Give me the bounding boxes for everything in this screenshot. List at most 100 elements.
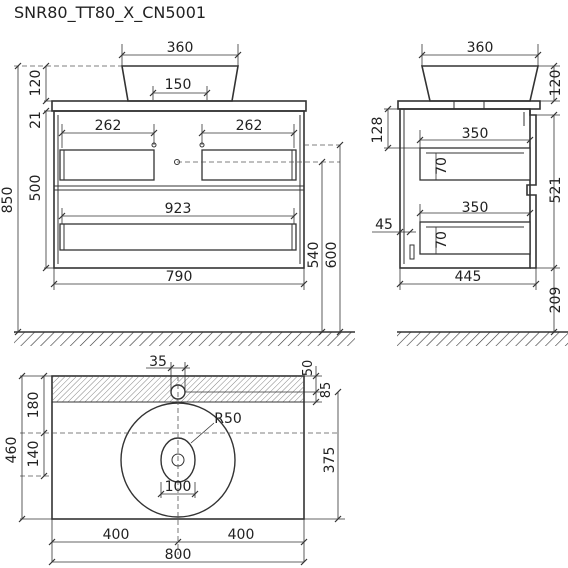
- tick: [550, 62, 558, 70]
- tick: [534, 51, 542, 59]
- front-handle-lower: [59, 223, 297, 251]
- tick: [18, 372, 26, 380]
- tick: [42, 264, 50, 272]
- plan-view: R50 35 50 85 375 180: [4, 354, 345, 566]
- tick: [42, 97, 50, 105]
- tick: [406, 228, 414, 236]
- tick: [526, 136, 534, 144]
- side-countertop: [397, 100, 541, 110]
- dim-front-basin-top: 360: [167, 40, 194, 56]
- tick: [174, 538, 182, 546]
- side-floor-hatch: [397, 332, 568, 346]
- tick: [312, 398, 320, 406]
- dim-plan-depth-375: 375: [322, 447, 338, 474]
- dim-plan-hole: 35: [149, 354, 167, 370]
- dim-front-height-600: 600: [324, 242, 340, 269]
- dim-plan-overall-depth: 460: [4, 437, 20, 464]
- tick: [149, 89, 157, 97]
- tick: [336, 141, 344, 149]
- front-countertop: [51, 100, 307, 112]
- tick: [234, 51, 242, 59]
- tick: [416, 209, 424, 217]
- tick: [42, 107, 50, 115]
- side-front-panel: [526, 109, 537, 269]
- side-cabinet: [399, 108, 531, 269]
- tick: [312, 372, 320, 380]
- side-basin: [420, 65, 540, 102]
- tick: [14, 328, 22, 336]
- tick: [157, 490, 165, 498]
- tick: [167, 364, 175, 372]
- dim-plan-offset-140: 140: [26, 441, 42, 468]
- dim-front-height-540: 540: [306, 242, 322, 269]
- tick: [290, 129, 298, 137]
- tick: [40, 372, 48, 380]
- front-view: 360 150 120 21 500 850: [0, 40, 355, 346]
- tick: [40, 429, 48, 437]
- tick: [198, 129, 206, 137]
- tick: [300, 280, 308, 288]
- tick: [312, 388, 320, 396]
- tick: [203, 89, 211, 97]
- dim-front-top-thickness: 21: [28, 111, 44, 129]
- tick: [318, 158, 326, 166]
- dim-side-leg-209: 209: [548, 287, 564, 314]
- dim-front-drawer-left: 262: [95, 118, 122, 134]
- tick: [334, 515, 342, 523]
- tick: [384, 105, 392, 113]
- dim-side-drawer-upper: 350: [462, 126, 489, 142]
- tick: [336, 328, 344, 336]
- tick: [48, 558, 56, 566]
- tick: [50, 280, 58, 288]
- tick: [191, 490, 199, 498]
- tick: [550, 111, 558, 119]
- tick: [150, 129, 158, 137]
- dim-front-basin-bottom: 150: [165, 77, 192, 93]
- plan-radius-leader: [190, 422, 215, 444]
- tick: [526, 209, 534, 217]
- tick: [318, 328, 326, 336]
- dim-front-cabinet-height: 500: [28, 175, 44, 202]
- side-view: 360 120 128 350 70 350 70: [370, 40, 568, 346]
- tick: [290, 212, 298, 220]
- dim-plan-depth-180: 180: [26, 392, 42, 419]
- dim-plan-edge-50: 50: [301, 360, 316, 377]
- dim-plan-drain: 100: [165, 479, 192, 495]
- tick: [58, 212, 66, 220]
- front-handle-upper-right: [201, 149, 297, 181]
- tick: [550, 328, 558, 336]
- tick: [14, 62, 22, 70]
- tick: [384, 144, 392, 152]
- tick: [40, 472, 48, 480]
- dim-side-basin-top: 360: [467, 40, 494, 56]
- dim-side-basin-height: 120: [548, 70, 564, 97]
- tick: [550, 97, 558, 105]
- tick: [396, 228, 404, 236]
- tick: [181, 364, 189, 372]
- tick: [42, 62, 50, 70]
- dim-front-lower-drawer: 923: [165, 201, 192, 217]
- dim-side-inner-lower: 70: [434, 231, 450, 249]
- front-floor-hatch: [14, 332, 355, 346]
- side-bracket: [409, 244, 415, 260]
- dim-plan-overall-width: 800: [165, 547, 192, 563]
- tick: [334, 388, 342, 396]
- tick: [416, 136, 424, 144]
- dim-side-inner-upper: 70: [434, 157, 450, 175]
- tick: [418, 51, 426, 59]
- dim-front-drawer-right: 262: [236, 118, 263, 134]
- dim-side-depth: 445: [455, 269, 482, 285]
- tick: [396, 280, 404, 288]
- front-handle-upper-left: [59, 149, 155, 181]
- dim-front-basin-height: 120: [28, 70, 44, 97]
- dim-plan-edge-85: 85: [319, 382, 334, 399]
- tick: [18, 515, 26, 523]
- dim-side-offset-45: 45: [375, 217, 393, 233]
- dim-side-drawer-lower: 350: [462, 200, 489, 216]
- dim-side-top-128: 128: [370, 117, 386, 144]
- dim-plan-radius: R50: [214, 411, 242, 427]
- dim-front-cabinet-width: 790: [166, 269, 193, 285]
- dim-front-overall-height: 850: [0, 187, 16, 214]
- tick: [118, 51, 126, 59]
